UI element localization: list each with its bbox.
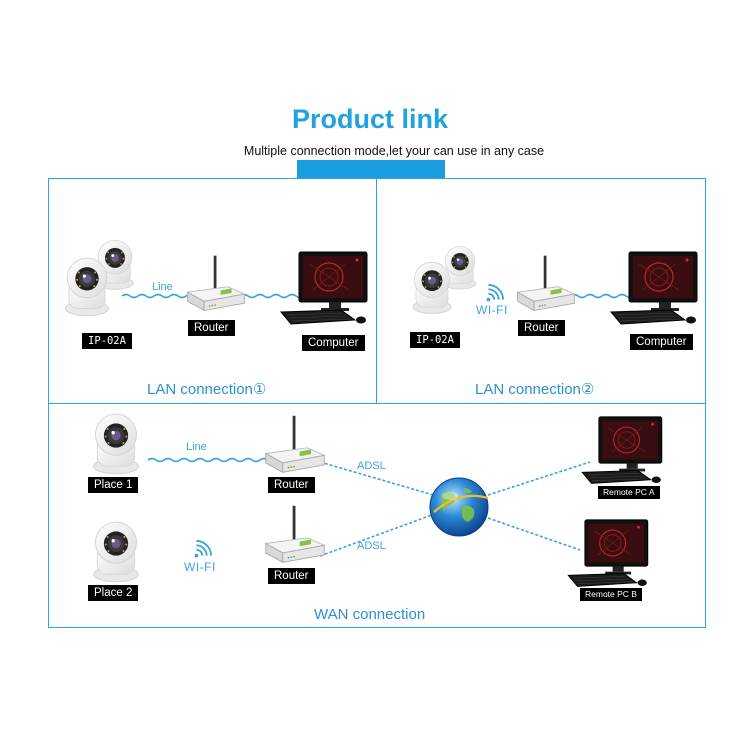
lan1-link-label: Line xyxy=(152,281,173,293)
place1-link-label: Line xyxy=(186,441,207,453)
place2-uplink-label: ADSL xyxy=(357,540,386,552)
place1-label: Place 1 xyxy=(88,477,139,493)
computer-icon xyxy=(278,250,370,330)
ip-camera-icon xyxy=(60,254,114,318)
wifi-signal-icon xyxy=(484,282,506,304)
computer-icon xyxy=(580,415,664,489)
lan2-computer-label: Computer xyxy=(630,334,693,350)
remote-pc-b-label: Remote PC B xyxy=(580,588,642,601)
lan2-router-label: Router xyxy=(518,320,565,336)
lan1-router-label: Router xyxy=(188,320,235,336)
router-icon xyxy=(514,252,578,316)
wan-panel xyxy=(48,403,706,628)
computer-icon xyxy=(608,250,700,330)
place2-link-label: WI-FI xyxy=(184,560,216,574)
lan1-camera-label: IP-02A xyxy=(82,333,132,349)
ip-camera-icon xyxy=(408,258,456,316)
ip-camera-icon xyxy=(88,410,144,476)
place1-router-label: Router xyxy=(268,477,315,493)
place2-router-label: Router xyxy=(268,568,315,584)
wifi-signal-icon xyxy=(192,538,214,560)
remote-pc-a-label: Remote PC A xyxy=(598,486,660,499)
wan-caption: WAN connection xyxy=(314,606,426,623)
page-title: Product link xyxy=(291,104,448,134)
lan2-camera-label: IP-02A xyxy=(410,332,460,348)
ip-camera-icon xyxy=(88,518,144,584)
globe-icon xyxy=(429,477,489,537)
place2-label: Place 2 xyxy=(88,585,139,601)
lan1-computer-label: Computer xyxy=(302,335,365,351)
accent-bar xyxy=(297,160,445,178)
lan2-caption: LAN connection② xyxy=(475,381,595,398)
computer-icon xyxy=(566,518,650,592)
lan2-link-label: WI-FI xyxy=(476,303,508,317)
router-icon xyxy=(262,412,328,478)
place1-uplink-label: ADSL xyxy=(357,460,386,472)
page-subtitle: Multiple connection mode,let your can us… xyxy=(243,144,545,158)
router-icon xyxy=(184,252,248,316)
lan1-caption: LAN connection① xyxy=(147,381,267,398)
router-icon xyxy=(262,502,328,568)
